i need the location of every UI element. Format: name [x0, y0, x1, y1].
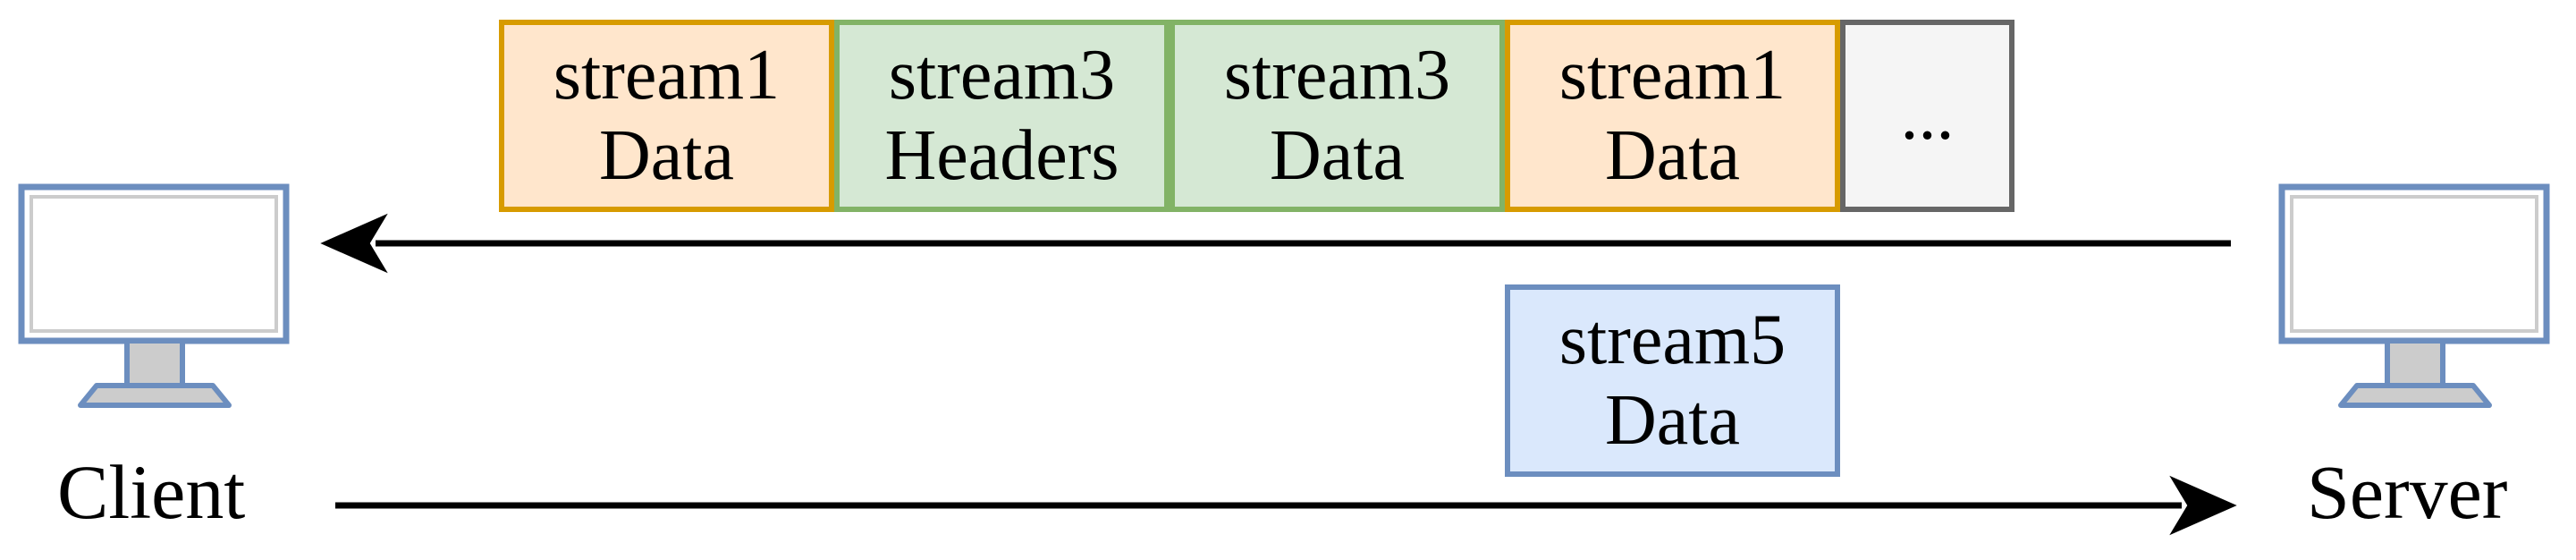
frame-stream-label: stream3	[888, 35, 1116, 115]
frame-type-label: Data	[598, 115, 734, 195]
frame-type-label: Headers	[884, 115, 1119, 195]
frame-type-label: Data	[1269, 115, 1405, 195]
client-computer-icon	[18, 183, 290, 408]
client-label: Client	[57, 449, 246, 535]
frame-stream-label: stream1	[553, 35, 781, 115]
frame-stream-label: stream3	[1223, 35, 1451, 115]
server-label: Server	[2307, 449, 2508, 535]
client-to-server-arrow	[335, 475, 2237, 536]
frame-type-label: Data	[1604, 115, 1740, 195]
frame-type-label: Data	[1604, 380, 1740, 460]
frame-stream3-headers: stream3 Headers	[834, 20, 1170, 212]
frame-stream-label: stream1	[1558, 35, 1786, 115]
server-to-client-arrow	[320, 213, 2231, 274]
server-computer-icon	[2278, 183, 2550, 408]
frame-stream1-data-2: stream1 Data	[1505, 20, 1840, 212]
ellipsis-label: ...	[1900, 75, 1955, 155]
frame-stream-label: stream5	[1558, 300, 1786, 379]
frame-stream3-data: stream3 Data	[1170, 20, 1505, 212]
frame-stream5-data: stream5 Data	[1505, 284, 1840, 477]
frame-ellipsis: ...	[1840, 20, 2014, 212]
frame-stream1-data: stream1 Data	[499, 20, 834, 212]
